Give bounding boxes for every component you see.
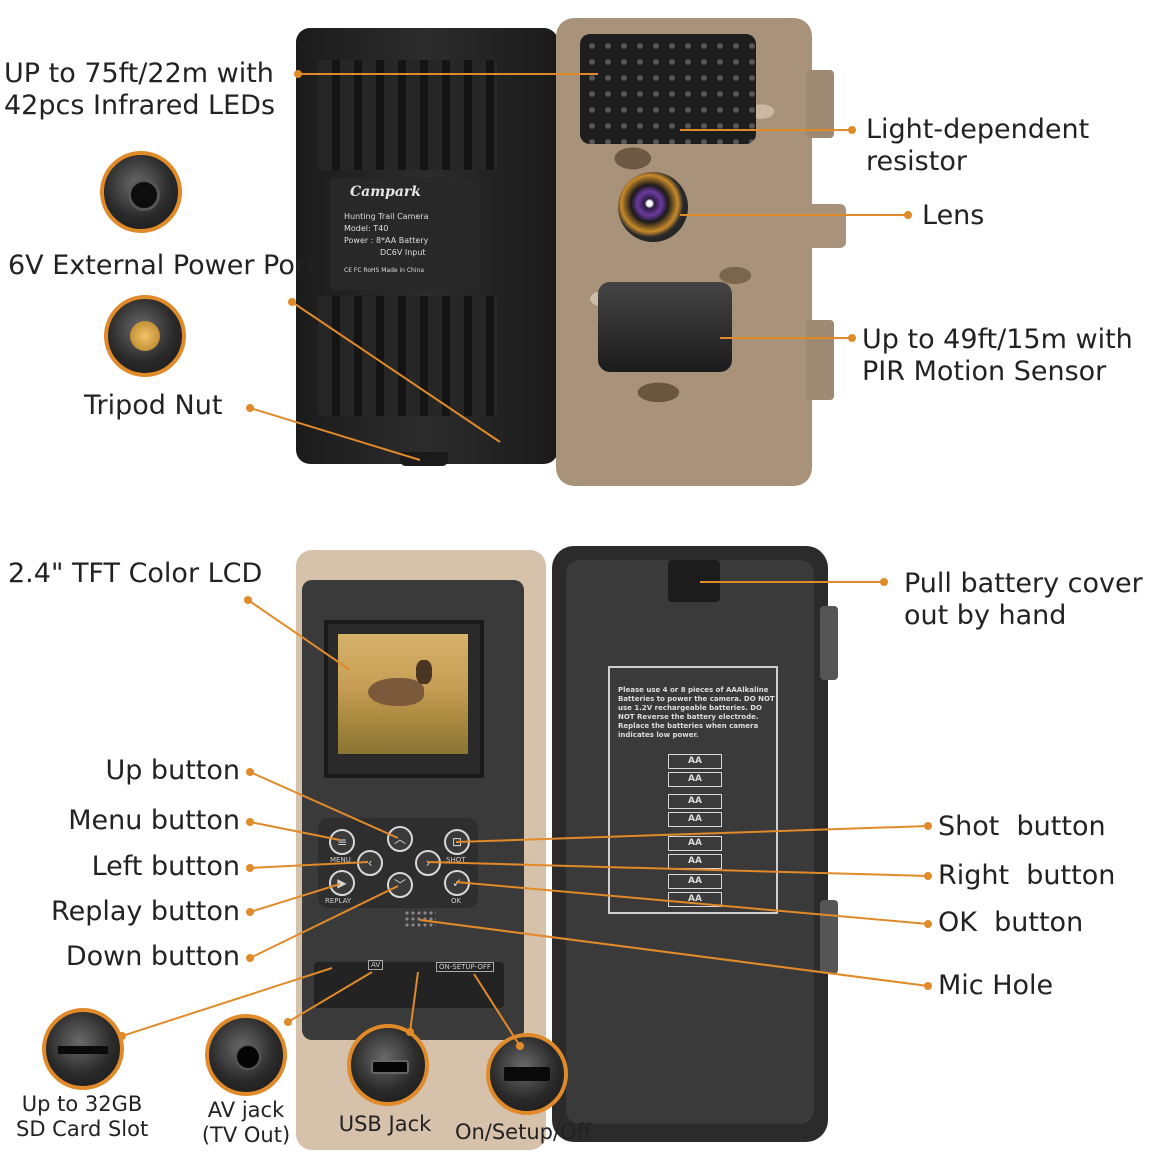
replay-button-label: REPLAY	[325, 897, 352, 905]
aa-cell-3: AA	[668, 794, 722, 809]
label-av-jack: AV jack (TV Out)	[201, 1098, 291, 1147]
camera-side-tab	[806, 70, 834, 138]
label-replay-button: Replay button	[51, 896, 240, 927]
label-shot-button: Shot button	[938, 811, 1106, 842]
ok-button-label: OK	[451, 897, 462, 905]
replay-button[interactable]: ▶	[329, 870, 355, 896]
label-mic-hole: Mic Hole	[938, 970, 1054, 1001]
label-power-port: 6V External Power Port	[8, 250, 317, 281]
av-jack-detail	[205, 1014, 287, 1096]
label-ldr: Light-dependent resistor	[866, 114, 1090, 177]
pir-sensor	[598, 282, 732, 372]
lcd-screen	[324, 620, 484, 778]
lens-icon	[618, 172, 688, 242]
label-lens: Lens	[922, 200, 985, 231]
label-line-4: DC6V Input	[380, 248, 426, 257]
label-up-button: Up button	[105, 755, 240, 786]
camera-back-ribs	[318, 60, 498, 170]
label-menu-button: Menu button	[68, 805, 240, 836]
battery-instructions: Please use 4 or 8 pieces of AAAlkaline B…	[618, 686, 775, 739]
aa-cell-5: AA	[668, 836, 722, 851]
tripod-nut-detail	[104, 295, 186, 377]
label-left-button: Left button	[91, 851, 240, 882]
aa-cell-8: AA	[668, 892, 722, 907]
label-battery-cover: Pull battery cover out by hand	[904, 568, 1143, 631]
menu-button[interactable]: ≡	[329, 829, 355, 855]
hinge-right-top	[820, 606, 838, 680]
menu-button-label: MENU	[330, 856, 351, 864]
brand-logo: Campark	[350, 184, 421, 200]
label-line-1: Hunting Trail Camera	[344, 212, 429, 221]
label-line-2: Model: T40	[344, 224, 389, 233]
aa-cell-2: AA	[668, 772, 722, 787]
aa-cell-1: AA	[668, 754, 722, 769]
power-port-detail	[100, 151, 182, 233]
av-port-label: AV	[368, 960, 384, 970]
battery-diagram-frame	[608, 666, 778, 914]
shot-button-label: SHOT	[446, 856, 466, 864]
label-tripod-nut: Tripod Nut	[84, 390, 223, 421]
mic-hole	[404, 910, 436, 928]
label-down-button: Down button	[65, 941, 240, 972]
battery-lid-inner	[566, 560, 814, 1124]
switch-label: ON-SETUP-OFF	[436, 962, 494, 972]
label-line-3: Power : 8*AA Battery	[344, 236, 429, 245]
label-ok-button: OK button	[938, 907, 1084, 938]
down-button[interactable]: ﹀	[387, 872, 413, 898]
label-pir: Up to 49ft/15m with PIR Motion Sensor	[862, 324, 1133, 387]
ir-led-panel	[580, 34, 756, 144]
camera-back-ribs-lower	[318, 296, 498, 416]
camera-side-tab-3	[806, 320, 834, 400]
lcd-image-elk	[338, 634, 468, 754]
usb-jack-detail	[347, 1024, 429, 1106]
camera-side-tab-2	[806, 204, 846, 248]
label-switch: On/Setup/Off	[454, 1120, 592, 1144]
tripod-nut-tab	[400, 452, 448, 466]
label-lcd: 2.4" TFT Color LCD	[8, 558, 263, 589]
switch-detail	[486, 1033, 568, 1115]
label-usb-jack: USB Jack	[338, 1112, 432, 1136]
aa-cell-4: AA	[668, 812, 722, 827]
label-right-button: Right button	[938, 860, 1116, 891]
label-line-5: CE FC RoHS Made in China	[344, 267, 425, 274]
sd-slot-detail	[42, 1008, 124, 1090]
label-sd-slot: Up to 32GB SD Card Slot	[16, 1092, 149, 1141]
hinge-right-bottom	[820, 900, 838, 974]
up-button[interactable]: ︿	[387, 826, 413, 852]
product-sticker: Campark Hunting Trail Camera Model: T40 …	[330, 178, 480, 290]
port-strip	[314, 962, 504, 1008]
label-infrared: UP to 75ft/22m with 42pcs Infrared LEDs	[4, 58, 276, 121]
aa-cell-7: AA	[668, 874, 722, 889]
